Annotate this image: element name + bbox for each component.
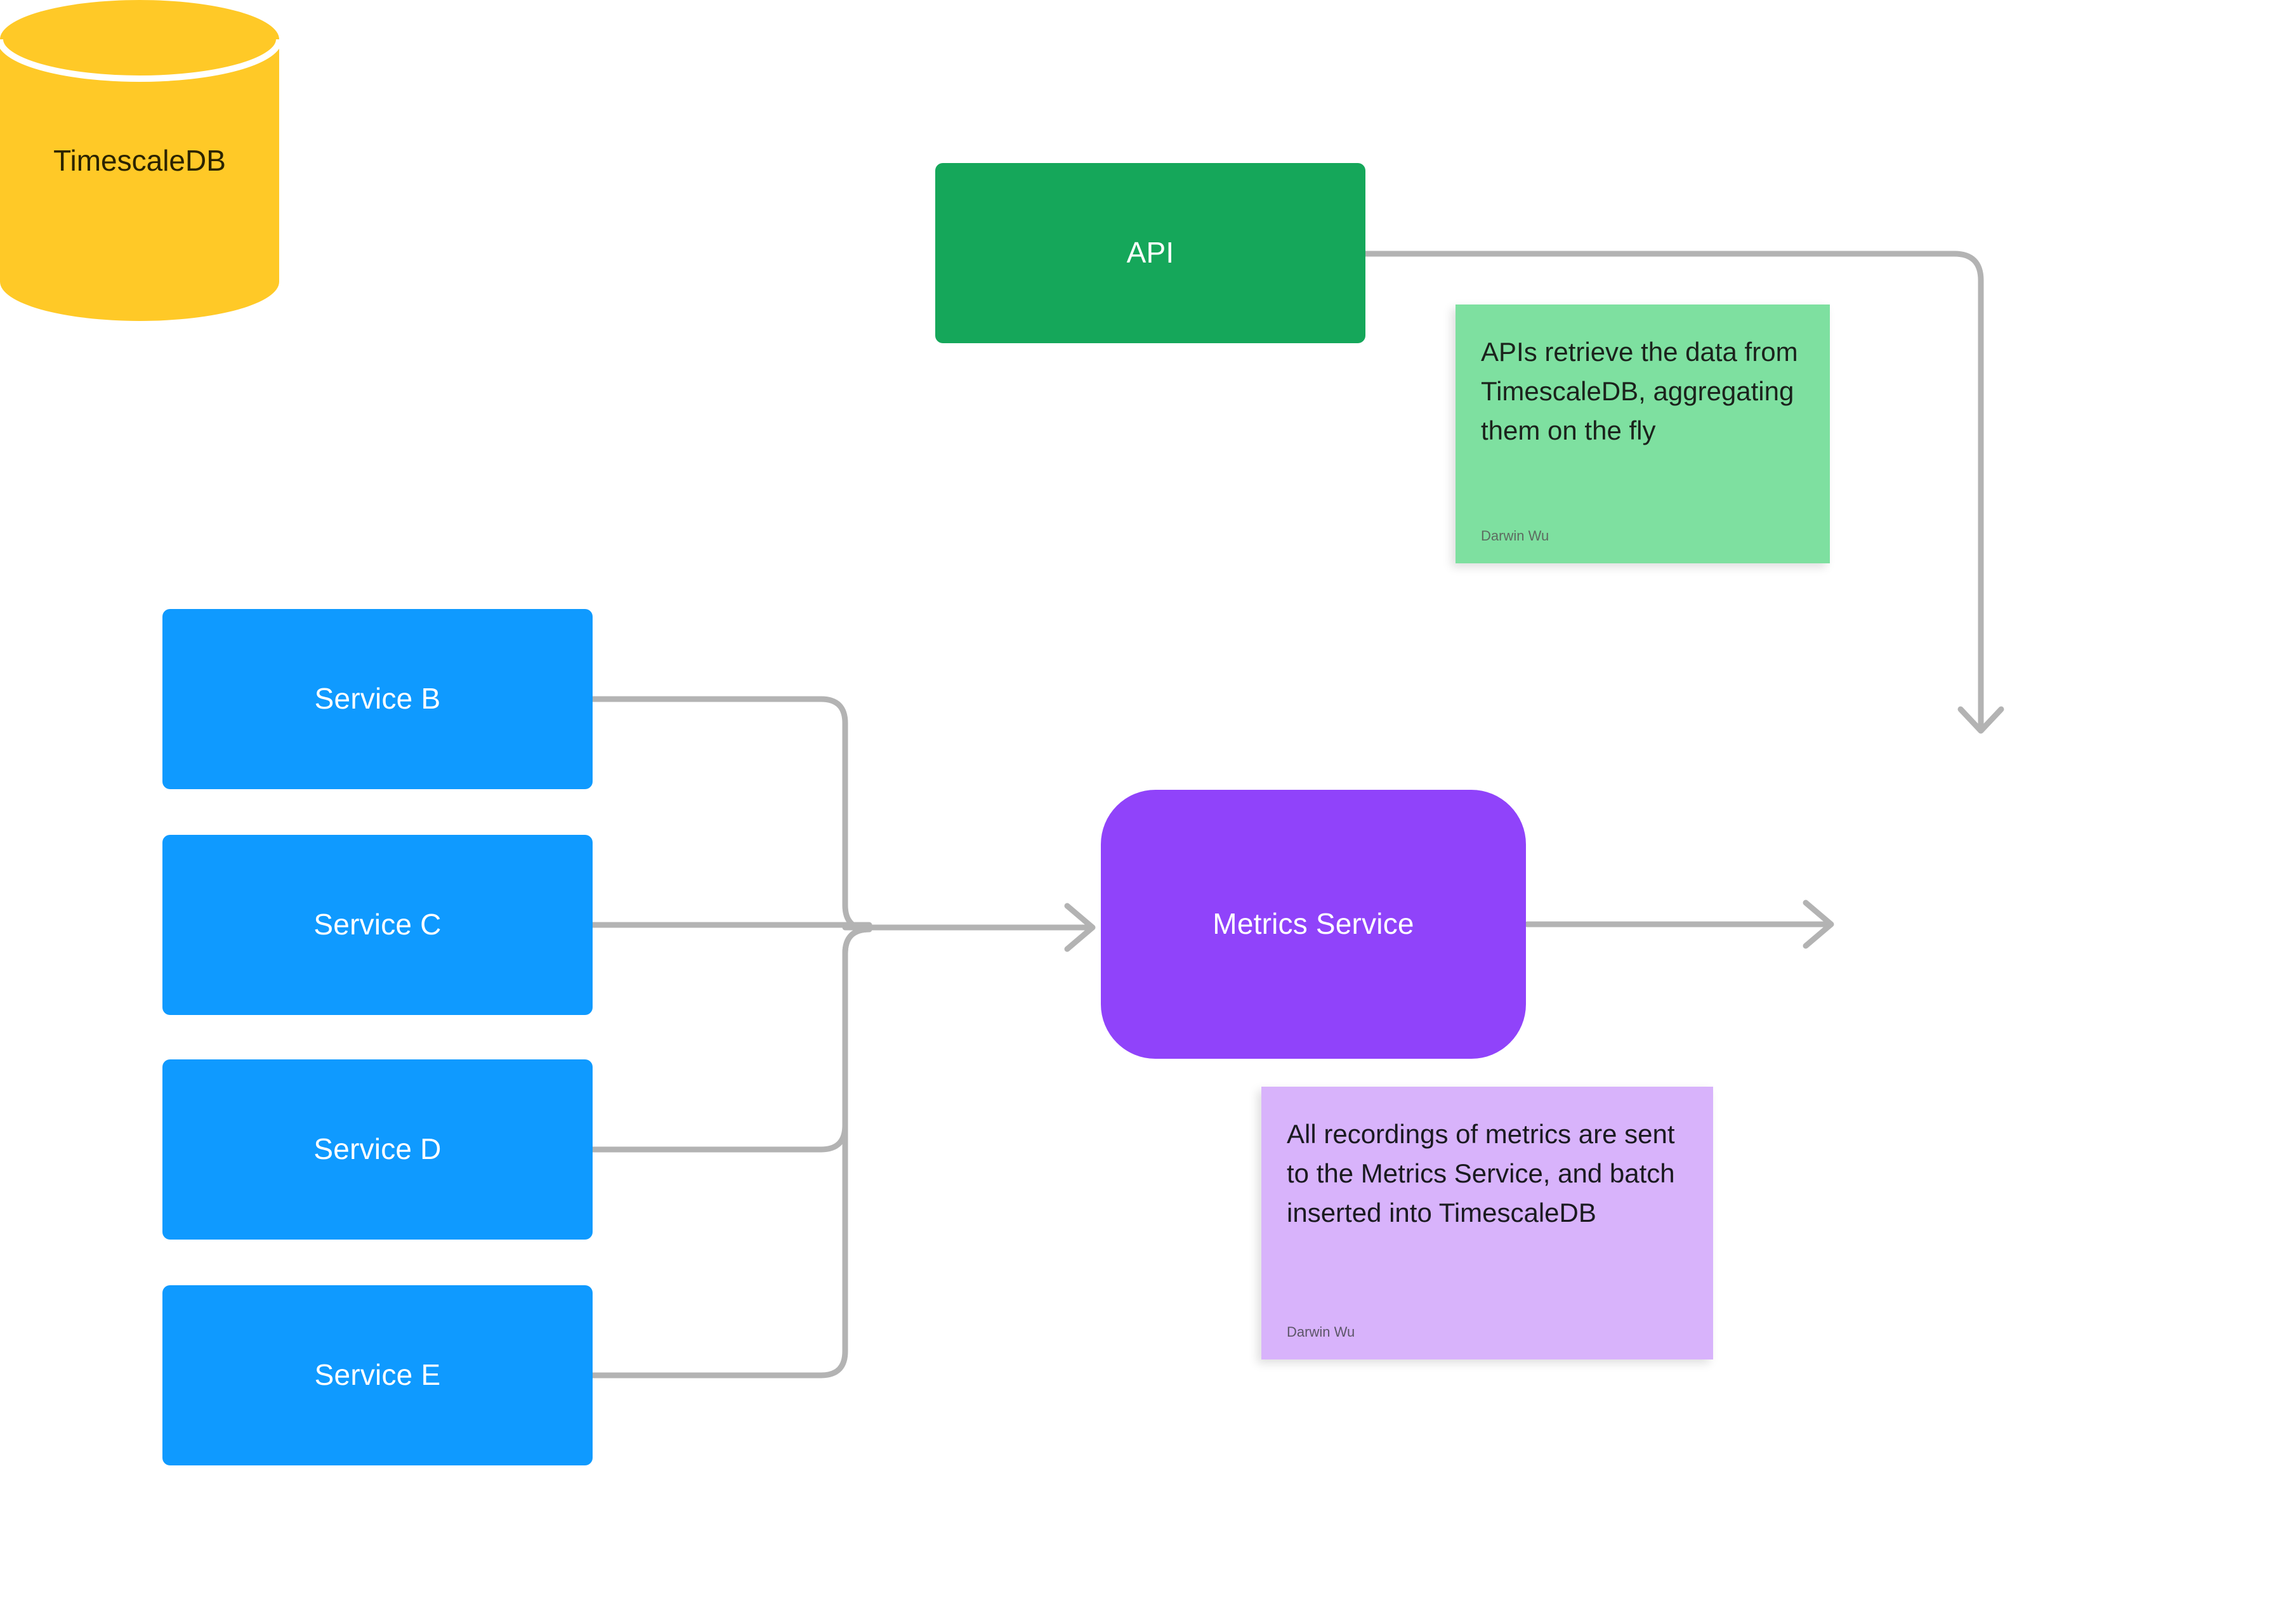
node-metrics-service[interactable]: Metrics Service: [1101, 790, 1526, 1059]
sticky-note-green-text: APIs retrieve the data from TimescaleDB,…: [1481, 337, 1805, 446]
connector-metrics-to-database[interactable]: [1524, 900, 1834, 949]
sticky-note-green-author: Darwin Wu: [1481, 528, 1549, 544]
connector-bus-to-metrics[interactable]: [842, 903, 1096, 952]
node-service-c-label: Service C: [313, 908, 442, 941]
arrowhead-down-icon: [1957, 706, 2004, 734]
node-metrics-service-label: Metrics Service: [1213, 907, 1414, 941]
arrowhead-right-icon: [1064, 903, 1096, 952]
node-timescaledb[interactable]: TimescaleDB: [0, 0, 279, 321]
sticky-note-purple[interactable]: All recordings of metrics are sent to th…: [1261, 1087, 1713, 1359]
node-service-d[interactable]: Service D: [162, 1059, 593, 1240]
node-service-e[interactable]: Service E: [162, 1285, 593, 1465]
node-timescaledb-label: TimescaleDB: [53, 144, 226, 177]
connector-service-b-to-metrics[interactable]: [589, 696, 872, 933]
sticky-note-purple-text: All recordings of metrics are sent to th…: [1287, 1119, 1683, 1228]
database-cylinder-icon: [0, 0, 279, 321]
sticky-note-green[interactable]: APIs retrieve the data from TimescaleDB,…: [1456, 304, 1830, 563]
node-service-c[interactable]: Service C: [162, 835, 593, 1015]
connector-service-d-to-metrics[interactable]: [589, 926, 872, 1153]
sticky-note-purple-author: Darwin Wu: [1287, 1324, 1355, 1340]
arrowhead-right-icon: [1803, 900, 1834, 949]
connector-service-e-to-metrics[interactable]: [589, 926, 872, 1378]
node-service-b-label: Service B: [314, 682, 441, 716]
node-api-label: API: [1126, 236, 1174, 270]
node-service-b[interactable]: Service B: [162, 609, 593, 789]
node-api[interactable]: API: [935, 163, 1365, 343]
node-service-e-label: Service E: [314, 1358, 441, 1392]
node-service-d-label: Service D: [313, 1132, 442, 1166]
